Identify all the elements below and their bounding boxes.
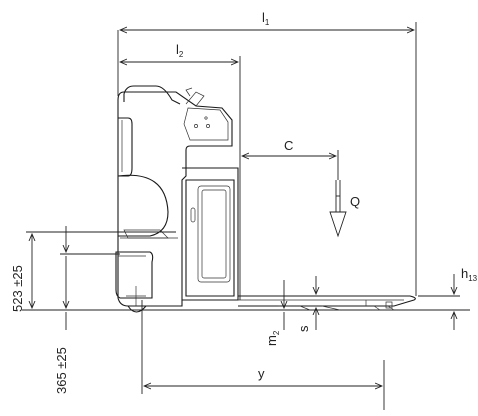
truck-body (115, 85, 416, 313)
dimension-m2: m2 (264, 280, 290, 346)
load-arrow-q: Q (329, 180, 360, 238)
label-m2: m2 (264, 330, 281, 346)
label-l1: l1 (262, 10, 270, 27)
label-y: y (258, 366, 265, 381)
dimension-l2: l2 (120, 42, 241, 300)
label-l2: l2 (176, 42, 184, 59)
dimension-c: C (242, 138, 339, 180)
dimension-h13: h13 (418, 266, 478, 330)
dimension-height-365: 365 ±25 (54, 226, 120, 394)
label-height-523: 523 ±25 (10, 265, 25, 312)
dimension-s: s (296, 276, 316, 332)
label-c: C (284, 138, 293, 153)
dimension-y: y (141, 300, 385, 410)
label-s: s (296, 325, 311, 332)
label-h13: h13 (461, 266, 478, 283)
dimension-height-523: 523 ±25 (10, 231, 176, 312)
label-height-365: 365 ±25 (54, 347, 69, 394)
dimension-l1: l1 (117, 10, 417, 296)
label-q: Q (350, 194, 360, 209)
